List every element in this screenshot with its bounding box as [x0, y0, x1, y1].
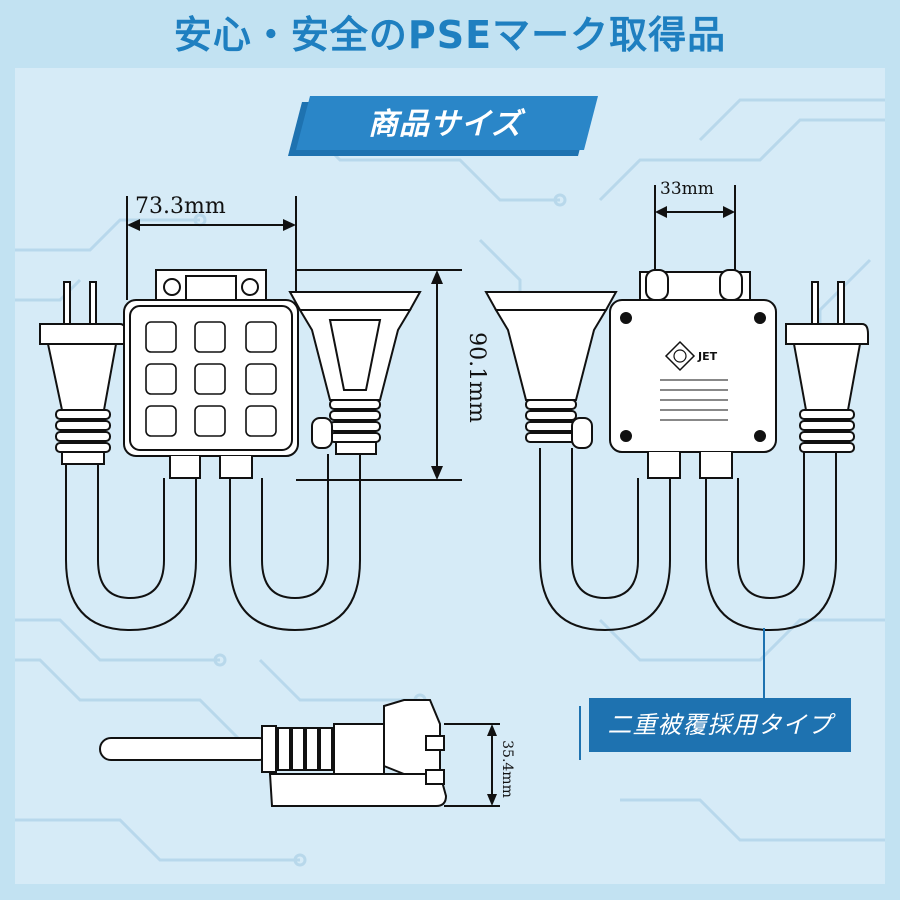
front-view: [39, 196, 462, 632]
pse-mark-icon: [664, 340, 696, 372]
depth-dimension-label: 33mm: [660, 179, 714, 199]
section-banner-label: 商品サイズ: [367, 107, 523, 142]
circuit-background: [15, 98, 885, 867]
width-dimension-label: 73.3mm: [135, 194, 226, 219]
thickness-dimension-label: 35.4mm: [498, 740, 515, 798]
outlet-icon: [145, 321, 277, 437]
plug-icon: [39, 281, 127, 465]
side-view: [99, 699, 500, 807]
cable-badge: 二重被覆採用タイプ: [589, 698, 851, 752]
jet-mark-label: JET: [698, 350, 718, 363]
cable-icon: [539, 448, 837, 632]
outlet-box: [123, 269, 299, 479]
back-view: [484, 185, 869, 760]
height-dimension-label: 90.1mm: [463, 332, 489, 423]
page-title: 安心・安全のPSEマーク取得品: [173, 13, 727, 57]
section-banner: [288, 96, 598, 156]
receptacle: [288, 291, 422, 455]
